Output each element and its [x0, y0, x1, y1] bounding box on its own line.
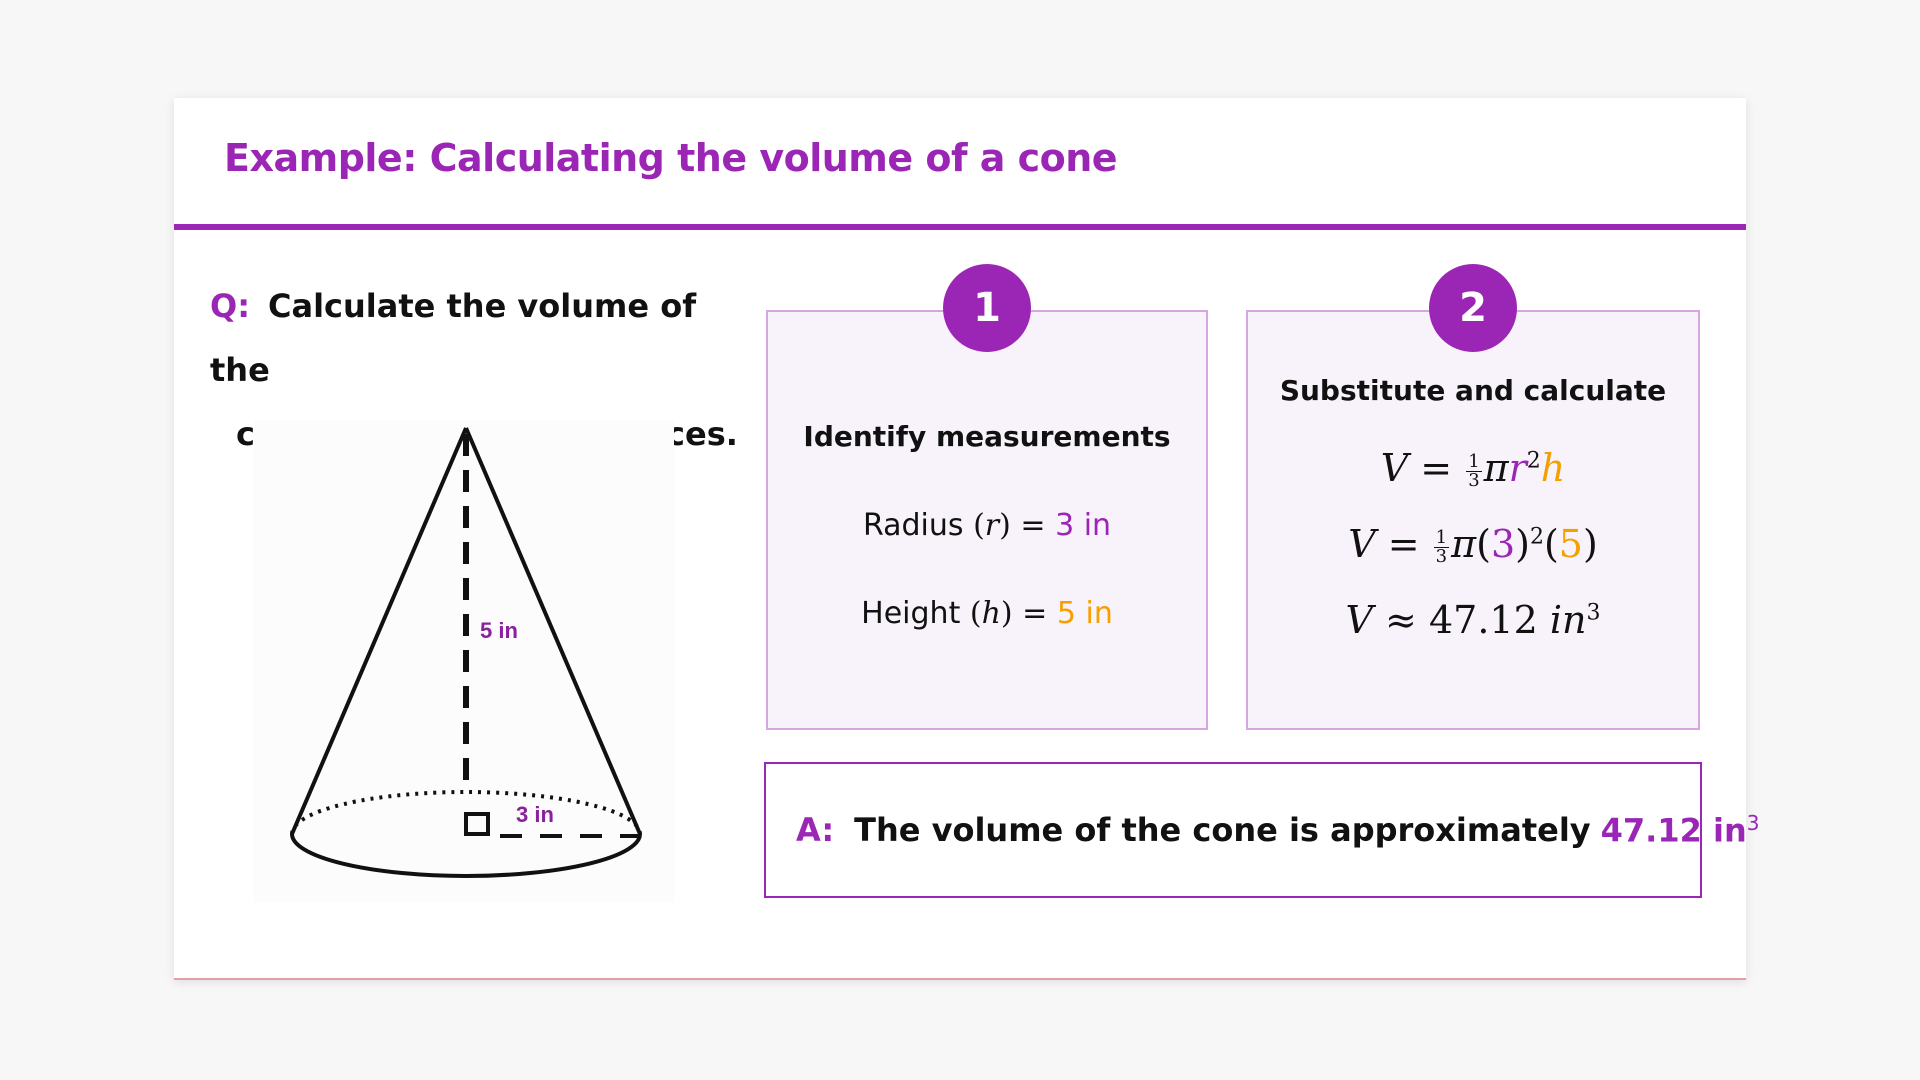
answer-text: The volume of the cone is approximately [854, 811, 1591, 849]
step-1-badge: 1 [943, 264, 1031, 352]
radius-label: 3 in [516, 802, 554, 827]
answer-label: A: [796, 811, 835, 849]
radius-measurement: Radius (r) = 3 in [862, 508, 1112, 543]
step-1-card: 1 Identify measurements Radius (r) = 3 i… [766, 264, 1208, 730]
height-measurement: Height (h) = 5 in [861, 596, 1113, 631]
cone-base-back [290, 790, 642, 835]
cone-right-side [464, 427, 642, 835]
cone-left-side [290, 427, 468, 835]
cone-base-front [290, 833, 642, 878]
result-formula: V ≈ 47.12 in3 [1345, 598, 1601, 642]
step-2-heading: Substitute and calculate [1279, 374, 1667, 407]
step-2-badge: 2 [1429, 264, 1517, 352]
height-label: 5 in [480, 618, 518, 643]
title-divider [174, 224, 1746, 230]
radius-symbol: r [984, 508, 1000, 543]
slide: Example: Calculating the volume of a con… [174, 98, 1759, 980]
question-text-line1: Calculate the volume of the [210, 287, 697, 389]
height-symbol: h [981, 596, 1001, 631]
answer-value: 47.12 in3 [1600, 810, 1760, 850]
height-value: 5 in [1056, 596, 1113, 631]
right-angle-marker [464, 812, 490, 836]
radius-value: 3 in [1055, 508, 1112, 543]
answer-box: A: The volume of the cone is approximate… [764, 762, 1759, 898]
step-1-heading: Identify measurements [803, 420, 1171, 453]
height-text: Height [861, 596, 961, 631]
radius-text: Radius [862, 508, 964, 543]
page-title: Example: Calculating the volume of a con… [224, 136, 1118, 180]
cone-diagram: 5 in 3 in [254, 420, 674, 902]
question-label: Q: [210, 287, 250, 325]
cone-drawing: 5 in 3 in [290, 427, 642, 878]
